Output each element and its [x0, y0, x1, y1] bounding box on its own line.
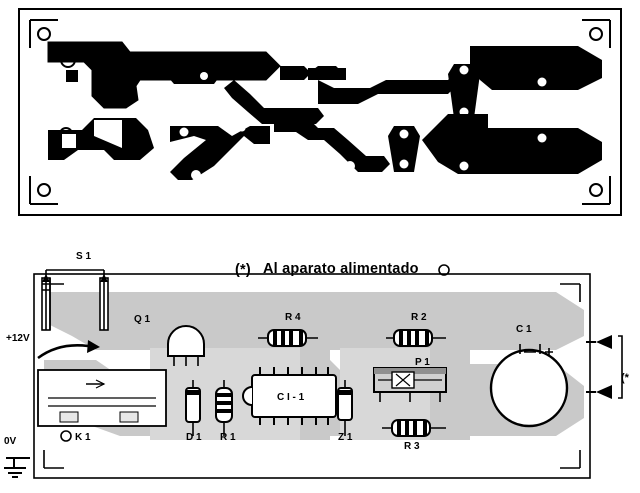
copper-track-upper — [47, 41, 281, 109]
title-note: Al aparato alimentado — [263, 261, 419, 277]
copper-pads-lower — [276, 120, 314, 132]
right-marker: (* — [621, 372, 629, 384]
output-arrows — [586, 335, 612, 399]
label-s1: S 1 — [76, 251, 92, 262]
mounting-holes-lower — [60, 264, 450, 442]
capacitor-c1 — [489, 344, 569, 428]
copper-track-diag-2 — [224, 80, 324, 124]
copper-track-lower-center — [170, 126, 270, 180]
resistor-r4 — [258, 329, 318, 347]
label-ci1: C I - 1 — [277, 392, 305, 403]
trimmer-p1 — [373, 367, 447, 402]
title-marker: (*) — [235, 262, 251, 278]
transistor-q1 — [167, 325, 205, 366]
resistor-r1 — [215, 380, 233, 436]
pcb-copper-layout — [18, 8, 622, 216]
zener-z1 — [337, 380, 353, 436]
integrated-circuit-ci1 — [242, 367, 337, 425]
label-r4: R 4 — [285, 312, 301, 323]
label-p1: P 1 — [415, 357, 430, 368]
diode-d1 — [185, 380, 201, 436]
copper-track-right-upper — [470, 46, 602, 90]
copper-island-a — [168, 70, 220, 84]
label-r1: R 1 — [220, 432, 236, 443]
copper-track-lower-bar — [388, 126, 420, 172]
label-r2: R 2 — [411, 312, 427, 323]
label-plus12v: +12V — [6, 333, 30, 344]
resistor-r2 — [386, 329, 446, 347]
copper-track-right-lower — [422, 114, 602, 174]
s1-arrow-left — [42, 274, 50, 282]
corner-marks — [29, 19, 611, 205]
plus12v-arrow — [37, 344, 89, 360]
copper-track-diag-1 — [318, 72, 470, 104]
resistor-r3 — [382, 419, 446, 437]
label-z1: Z 1 — [338, 432, 353, 443]
s1-arrow-right — [100, 274, 108, 282]
component-placement-panel — [0, 240, 640, 493]
copper-track-right-bar — [448, 64, 480, 118]
relay-k1 — [37, 369, 167, 427]
copper-pads-left — [66, 70, 130, 82]
output-bracket — [618, 335, 623, 399]
label-q1: Q 1 — [134, 314, 151, 325]
label-0v: 0V — [4, 436, 17, 447]
label-r3: R 3 — [404, 441, 420, 452]
zero-volt-symbol — [4, 457, 30, 478]
copper-pads-center — [282, 68, 346, 80]
label-d1: D 1 — [186, 432, 202, 443]
label-k1: K 1 — [75, 432, 91, 443]
label-c1: C 1 — [516, 324, 532, 335]
